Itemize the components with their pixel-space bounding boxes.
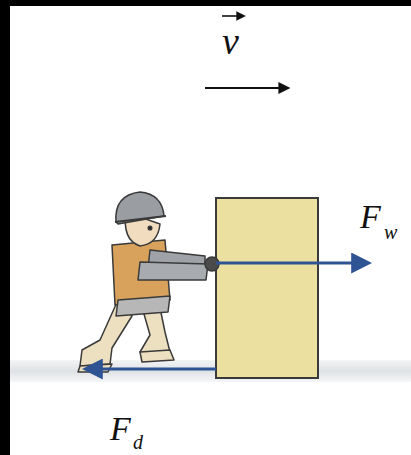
black-border: [0, 0, 10, 455]
floor: [10, 360, 411, 382]
force-symbol: F: [360, 200, 381, 234]
velocity-arrow: [205, 87, 288, 89]
force-subscript: w: [384, 222, 397, 242]
force-arrow: [86, 368, 216, 371]
vector-mark: [222, 15, 244, 17]
force-symbol: F: [110, 412, 131, 446]
crate: [216, 198, 318, 378]
force-arrow: [216, 262, 368, 265]
velocity-symbol: v: [222, 22, 239, 60]
black-border: [0, 0, 411, 6]
force-subscript: d: [133, 432, 143, 452]
person: [78, 192, 219, 372]
